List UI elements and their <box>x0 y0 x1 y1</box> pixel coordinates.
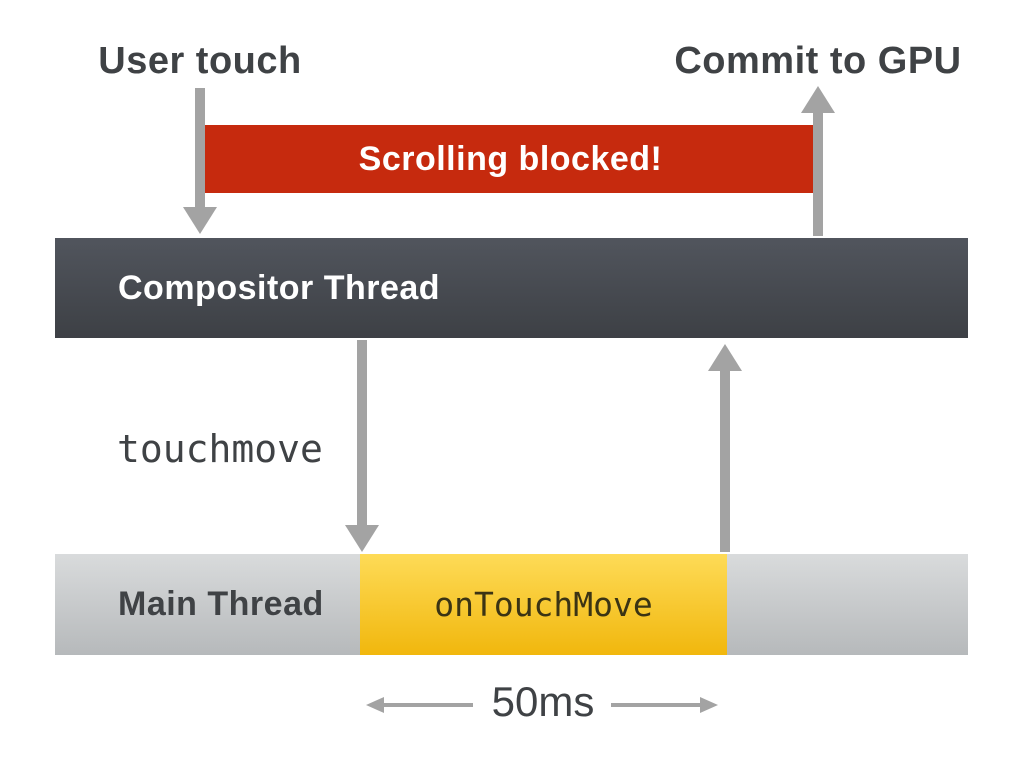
arrow-shaft <box>357 340 367 527</box>
arrow-head <box>700 697 718 713</box>
compositor-thread-label: Compositor Thread <box>118 268 441 307</box>
arrow-shaft <box>813 111 823 236</box>
user-touch-label: User touch <box>98 40 302 82</box>
user-touch-arrow-down-icon <box>183 88 217 234</box>
arrow-shaft <box>611 703 702 707</box>
commit-gpu-arrow-up-icon <box>801 86 835 236</box>
arrow-shaft <box>195 88 205 209</box>
main-thread-label: Main Thread <box>118 585 324 623</box>
arrow-head <box>708 344 742 371</box>
arrow-head <box>801 86 835 113</box>
duration-right-arrow-icon <box>611 697 718 713</box>
arrow-head <box>345 525 379 552</box>
arrow-head <box>183 207 217 234</box>
duration-label: 50ms <box>491 678 595 725</box>
arrow-shaft <box>720 369 730 552</box>
ontouchmove-label: onTouchMove <box>434 585 653 624</box>
touchmove-arrow-down-icon <box>345 340 379 552</box>
duration-left-arrow-icon <box>366 697 473 713</box>
scrolling-blocked-label: Scrolling blocked! <box>358 139 663 178</box>
main-thread-bar: Main Thread onTouchMove <box>55 554 968 655</box>
arrow-head <box>366 697 384 713</box>
touchmove-event-label: touchmove <box>117 427 323 471</box>
handler-done-arrow-up-icon <box>708 344 742 552</box>
arrow-shaft <box>382 703 473 707</box>
scrolling-blocked-bar: Scrolling blocked! <box>205 125 816 193</box>
commit-to-gpu-label: Commit to GPU <box>674 40 962 82</box>
ontouchmove-busy-segment: onTouchMove <box>360 554 727 655</box>
compositor-thread-bar: Compositor Thread <box>55 238 968 338</box>
